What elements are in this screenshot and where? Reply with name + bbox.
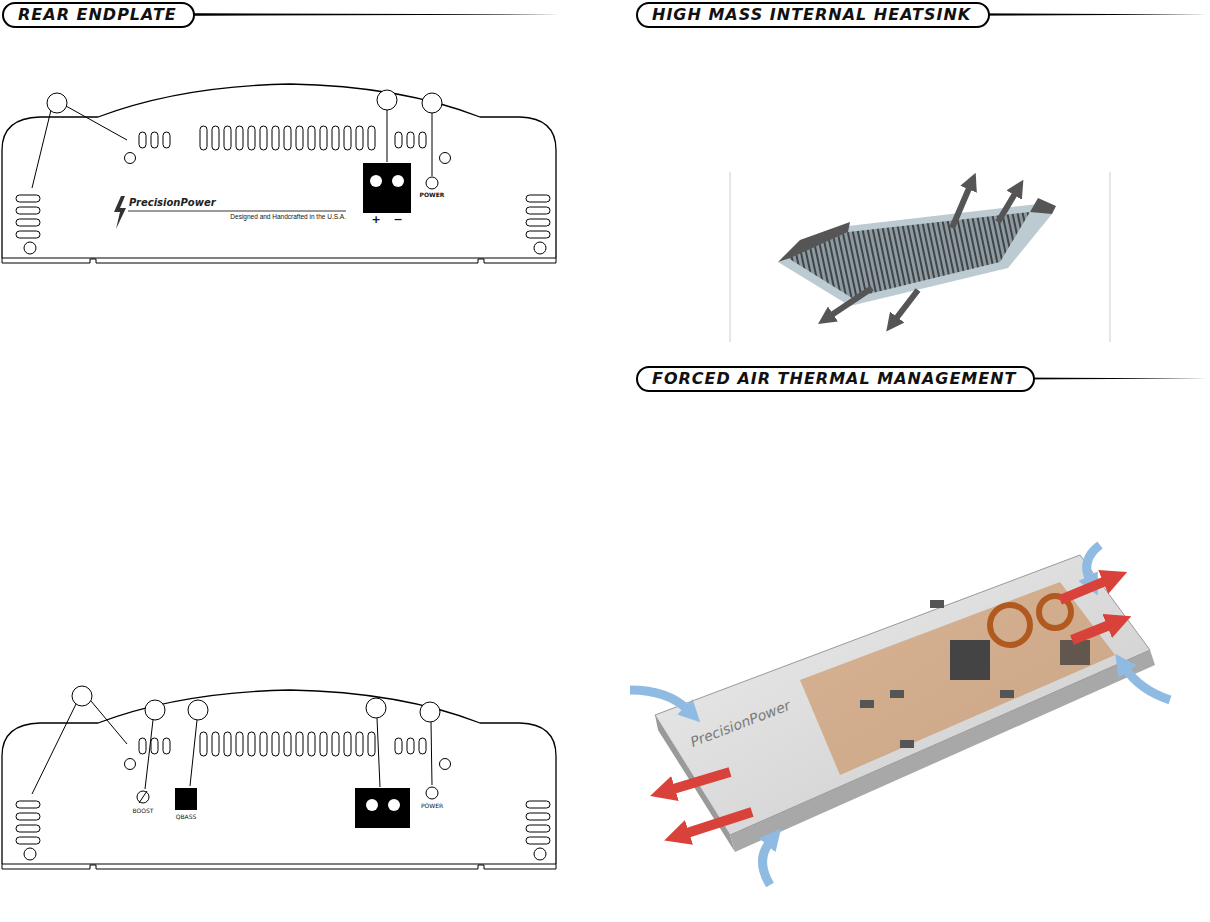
section-title: REAR ENDPLATE bbox=[4, 4, 191, 26]
terminal-hole bbox=[388, 799, 400, 811]
section-title: FORCED AIR THERMAL MANAGEMENT bbox=[638, 368, 1031, 390]
terminal-polarity: + bbox=[371, 214, 380, 227]
boost-knob bbox=[137, 791, 149, 803]
power-terminal bbox=[363, 163, 411, 213]
brand-logo: PrecisionPower bbox=[688, 697, 793, 750]
power-terminal bbox=[355, 788, 410, 828]
terminal-hole bbox=[366, 799, 378, 811]
amplifier-illustration bbox=[630, 545, 1170, 885]
led-label: POWER bbox=[421, 803, 443, 810]
control-label: QBASS bbox=[176, 814, 197, 821]
endplate-outline bbox=[2, 84, 556, 263]
led-label: POWER bbox=[420, 192, 445, 199]
heatsink-illustration bbox=[730, 172, 1110, 342]
terminal-hole bbox=[370, 175, 382, 187]
callouts bbox=[32, 686, 440, 794]
endplate-outline bbox=[2, 690, 556, 869]
section-banner: FORCED AIR THERMAL MANAGEMENT bbox=[636, 366, 1035, 392]
terminal-polarity: − bbox=[393, 214, 402, 227]
section-banner: REAR ENDPLATE bbox=[2, 2, 195, 28]
logo-bolt bbox=[114, 196, 126, 229]
qbass-switch bbox=[175, 788, 197, 810]
control-label: BOOST bbox=[133, 808, 154, 815]
boost-knob bbox=[139, 791, 147, 803]
tagline: Designed and Handcrafted in the U.S.A. bbox=[230, 213, 346, 220]
logo-underline bbox=[128, 211, 346, 212]
terminal-hole bbox=[392, 175, 404, 187]
section-banner: HIGH MASS INTERNAL HEATSINK bbox=[636, 2, 990, 28]
section-title: HIGH MASS INTERNAL HEATSINK bbox=[638, 4, 985, 26]
banner-tail bbox=[150, 13, 560, 16]
brand-logo: PrecisionPower bbox=[129, 197, 216, 209]
power-led bbox=[426, 787, 438, 799]
power-led bbox=[426, 177, 438, 189]
